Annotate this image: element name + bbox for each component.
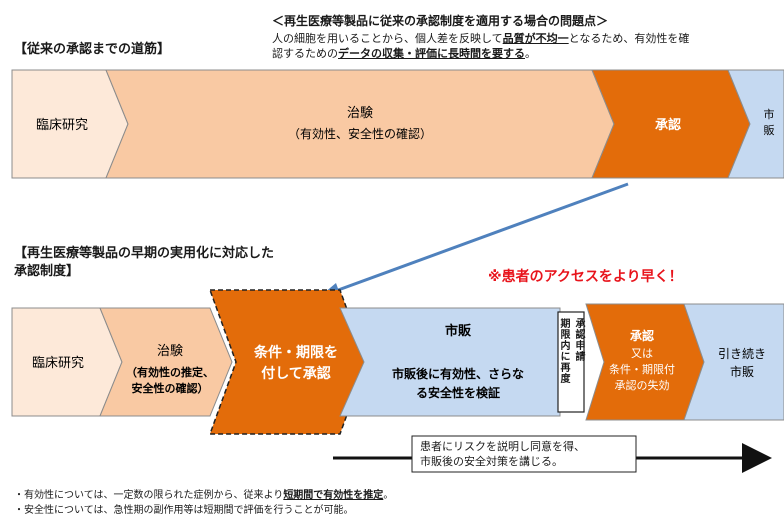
risk-box-text: 患者にリスクを説明し同意を得、 市販後の安全対策を講じる。 [420,439,632,469]
new-trial-sub-2: 安全性の確認） [132,381,209,395]
approval-or-lapse-label: 承認 [630,328,654,343]
new-step-trial [99,307,233,417]
conv-market-label-2: 販 [764,124,775,137]
new-step-continued-market [683,303,784,421]
new-system-title-1: 【再生医療等製品の早期の実用化に対応した [14,246,275,261]
problem-line-2: 認するためのデータの収集・評価に長時間を要する。 [272,45,536,61]
conditional-approval-label-2: 付して承認 [261,365,331,382]
conditional-approval-label-1: 条件・期限を [253,344,338,361]
footnote-emphasis: 短期間で有効性を推定 [283,490,384,501]
transition-arrow [329,182,629,295]
reapply-box [557,311,585,413]
problem-text: 認するための [272,47,338,60]
continued-market-label-1: 引き続き [718,347,766,361]
conv-trial-label: 治験 [347,106,373,121]
problem-emphasis-quality: 品質が不均一 [502,32,569,45]
new-market-sub-2: る安全性を検証 [416,385,500,400]
new-system-title-2: 承認制度】 [14,264,80,279]
new-clinical-label: 臨床研究 [32,356,84,371]
problem-title: ＜再生医療等製品に従来の承認制度を適用する場合の問題点＞ [272,14,609,28]
risk-line-2: 市販後の安全対策を講じる。 [420,455,563,468]
conventional-title: 【従来の承認までの道筋】 [14,42,171,57]
problem-text: 人の細胞を用いることから、個人差を反映して [272,32,503,45]
conv-approval-label: 承認 [655,117,681,133]
problem-text: となるため、有効性を確 [568,32,690,45]
reapply-text: 期限内に再度承認申請 [558,318,584,408]
footnote-1: ・有効性については、一定数の限られた症例から、従来より短期間で有効性を推定。 [14,486,393,501]
new-step-conditional-approval [208,289,367,435]
new-step-market [339,307,561,417]
conv-market-label-1: 市 [764,107,775,121]
conv-step-trial [105,69,615,179]
problem-text: 。 [525,47,536,60]
conv-step-market [727,69,784,179]
risk-box [411,435,637,473]
new-market-label: 市販 [445,323,472,339]
new-trial-label: 治験 [157,344,183,359]
approval-or-lapse-sub-2: 条件・期限付 [609,362,675,376]
reapply-text-2: 承認申請 [573,318,584,362]
approval-or-lapse-sub-3: 承認の失効 [615,378,670,392]
new-step-approval-or-lapse [585,303,705,421]
footnote-text: ・有効性については、一定数の限られた症例から、従来より [14,490,284,501]
new-trial-sub-1: （有効性の推定、 [126,365,214,379]
access-note: ※患者のアクセスをより早く！ [488,269,683,285]
risk-line-1: 患者にリスクを説明し同意を得、 [420,440,585,453]
conv-clinical-label: 臨床研究 [36,118,88,133]
problem-emphasis-time: データの収集・評価に長時間を要する [338,47,525,60]
reapply-text-1: 期限内に再度 [558,318,569,384]
conv-trial-sub: （有効性、安全性の確認） [288,126,432,141]
approval-or-lapse-sub-1: 又は [631,347,653,360]
continued-market-label-2: 市販 [730,364,754,379]
footnote-2: ・安全性については、急性期の副作用等は短期間で評価を行うことが可能。 [14,505,354,516]
new-market-sub-1: 市販後に有効性、さらな [392,366,524,381]
problem-line-1: 人の細胞を用いることから、個人差を反映して品質が不均一となるため、有効性を確 [272,30,689,46]
footnote-text: 。 [383,490,394,501]
